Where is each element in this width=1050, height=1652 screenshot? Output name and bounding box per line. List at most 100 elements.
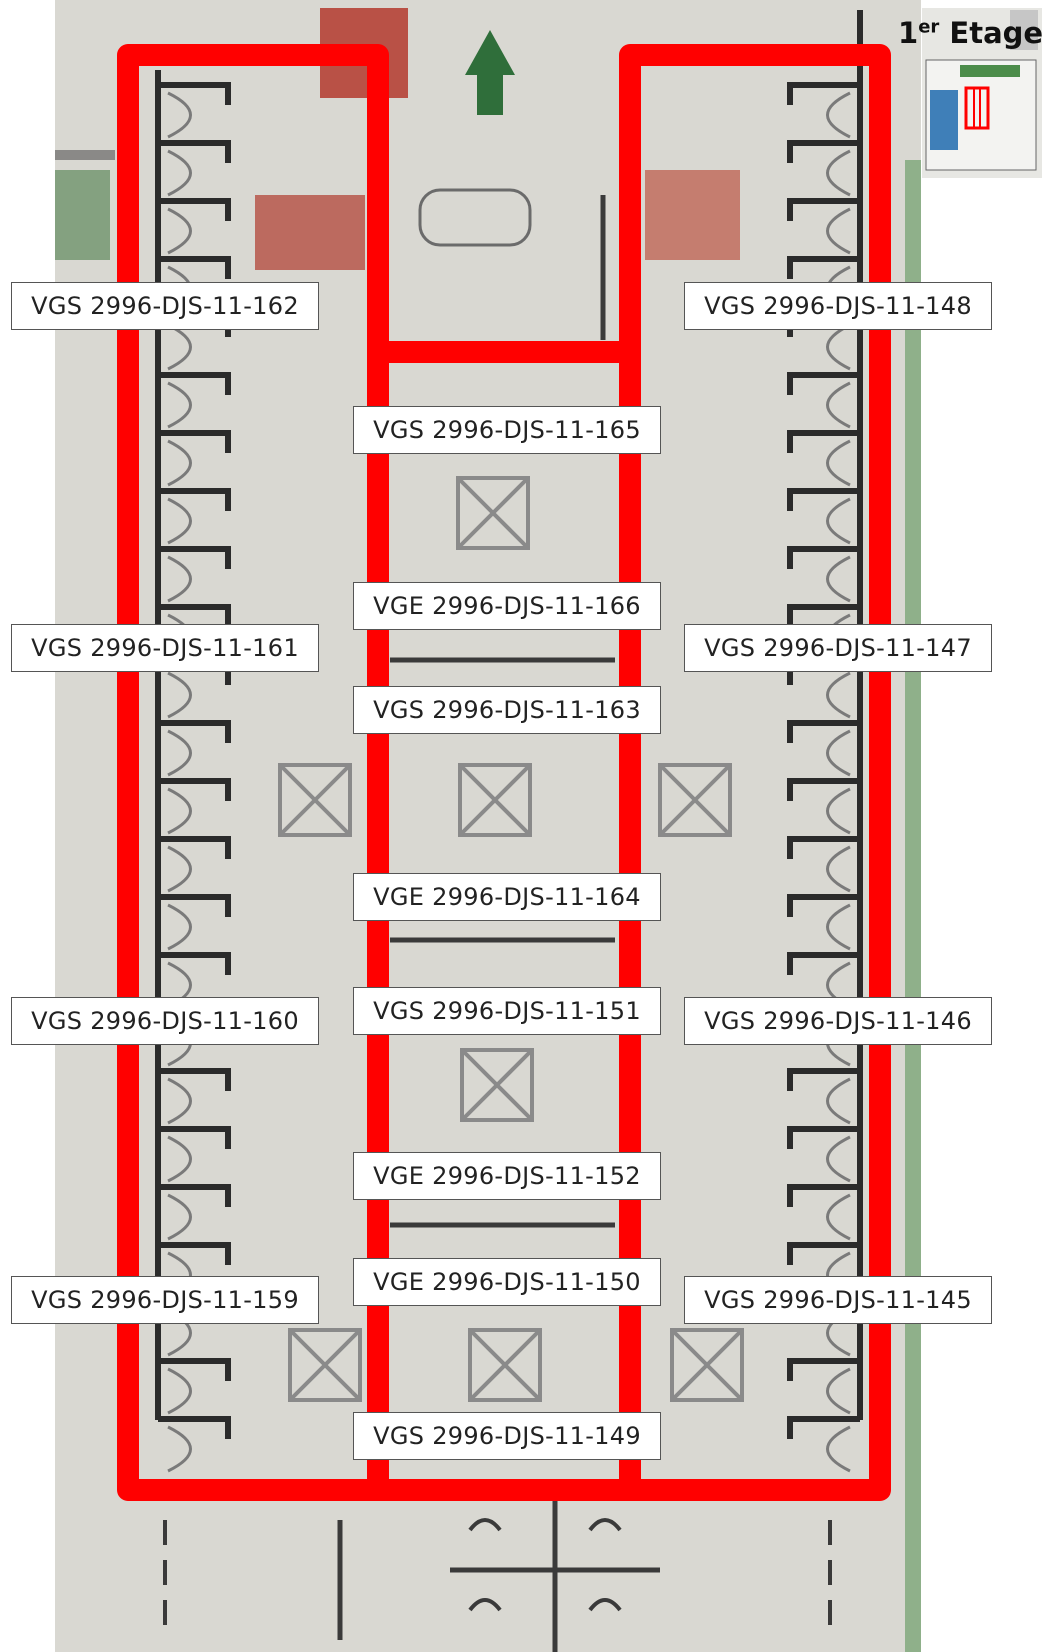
sink-divider xyxy=(787,488,860,511)
grey-strip-left xyxy=(55,150,115,160)
sink-basin xyxy=(826,381,851,429)
sink-basin xyxy=(826,149,851,197)
sink-basin xyxy=(167,497,192,545)
bottom-fixtures xyxy=(163,1518,832,1625)
sink-divider xyxy=(787,952,860,975)
sink-divider xyxy=(787,894,860,917)
sink-basin xyxy=(167,845,192,893)
sink-basin xyxy=(167,381,192,429)
sink-divider xyxy=(158,372,231,395)
valve-label-162: VGS 2996-DJS-11-162 xyxy=(11,282,319,330)
sink-divider xyxy=(787,1416,860,1439)
sink-divider xyxy=(787,546,860,569)
valve-label-147: VGS 2996-DJS-11-147 xyxy=(684,624,992,672)
column-icon xyxy=(458,763,532,837)
plan-background xyxy=(55,0,921,1652)
sink-basin xyxy=(826,671,851,719)
sink-basin xyxy=(167,1425,192,1473)
sink-basin xyxy=(826,555,851,603)
sink-divider xyxy=(787,836,860,859)
sink-basin xyxy=(167,555,192,603)
sink-divider xyxy=(158,140,231,163)
sink-divider xyxy=(787,1184,860,1207)
center-partitions xyxy=(337,195,660,1652)
sink-basin xyxy=(826,207,851,255)
sink-basin xyxy=(826,439,851,487)
sink-basin xyxy=(826,91,851,139)
green-arrow-icon xyxy=(465,30,515,115)
sink-divider xyxy=(158,546,231,569)
sink-basin xyxy=(826,787,851,835)
sink-basin xyxy=(167,787,192,835)
sink-divider xyxy=(787,604,860,627)
green-patch-left xyxy=(55,170,110,260)
valve-label-163: VGS 2996-DJS-11-163 xyxy=(353,686,661,734)
column-icon xyxy=(288,1328,362,1402)
sink-basin xyxy=(167,91,192,139)
sink-divider xyxy=(787,1068,860,1091)
sink-basin xyxy=(826,903,851,951)
column-icon xyxy=(468,1328,542,1402)
sink-divider xyxy=(158,836,231,859)
sink-basin xyxy=(167,1077,192,1125)
column-markers xyxy=(278,476,744,1402)
sink-basin xyxy=(167,207,192,255)
sink-divider xyxy=(158,720,231,743)
column-icon xyxy=(278,763,352,837)
sink-basin xyxy=(167,729,192,777)
sink-divider xyxy=(787,720,860,743)
sink-divider xyxy=(787,1358,860,1381)
green-strip-right xyxy=(905,160,921,1652)
valve-label-152: VGE 2996-DJS-11-152 xyxy=(353,1152,661,1200)
sink-divider xyxy=(787,198,860,221)
sink-divider xyxy=(787,82,860,105)
sink-divider xyxy=(158,604,231,627)
sink-basin xyxy=(826,1367,851,1415)
column-icon xyxy=(456,476,530,550)
valve-label-166: VGE 2996-DJS-11-166 xyxy=(353,582,661,630)
sink-divider xyxy=(787,1242,860,1265)
sink-basin xyxy=(167,903,192,951)
sink-basin xyxy=(167,1135,192,1183)
floor-suffix: er xyxy=(918,16,940,38)
sink-basin xyxy=(167,439,192,487)
minimap-thumbnail xyxy=(922,8,1042,178)
column-icon xyxy=(658,763,732,837)
sink-divider xyxy=(158,1068,231,1091)
valve-label-148: VGS 2996-DJS-11-148 xyxy=(684,282,992,330)
sink-divider xyxy=(158,488,231,511)
sink-divider xyxy=(158,256,231,279)
sink-basin xyxy=(167,1367,192,1415)
sink-basin xyxy=(826,497,851,545)
sink-basin xyxy=(826,1135,851,1183)
floor-number: 1 xyxy=(898,16,919,50)
sink-basin xyxy=(167,1193,192,1241)
sink-basin xyxy=(826,729,851,777)
sink-basin xyxy=(826,845,851,893)
sink-basin xyxy=(826,1193,851,1241)
sink-divider xyxy=(787,140,860,163)
valve-label-164: VGE 2996-DJS-11-164 xyxy=(353,873,661,921)
exit-sign-right xyxy=(645,170,740,260)
column-icon xyxy=(460,1048,534,1122)
sink-divider xyxy=(158,82,231,105)
sink-divider xyxy=(787,430,860,453)
valve-label-165: VGS 2996-DJS-11-165 xyxy=(353,406,661,454)
sink-basin xyxy=(826,1077,851,1125)
sink-divider xyxy=(158,952,231,975)
sink-basin xyxy=(167,671,192,719)
sink-divider xyxy=(158,778,231,801)
floor-word: Etage xyxy=(949,16,1044,50)
valve-label-151: VGS 2996-DJS-11-151 xyxy=(353,987,661,1035)
sink-divider xyxy=(158,1416,231,1439)
corridor-opening xyxy=(418,188,532,247)
sink-divider xyxy=(158,1184,231,1207)
sink-basin xyxy=(826,1425,851,1473)
sink-divider xyxy=(787,1126,860,1149)
valve-label-160: VGS 2996-DJS-11-160 xyxy=(11,997,319,1045)
sink-divider xyxy=(158,198,231,221)
exit-sign-left xyxy=(255,195,365,270)
floor-indicator: 1er Etage xyxy=(898,16,1043,50)
sink-divider xyxy=(158,1242,231,1265)
